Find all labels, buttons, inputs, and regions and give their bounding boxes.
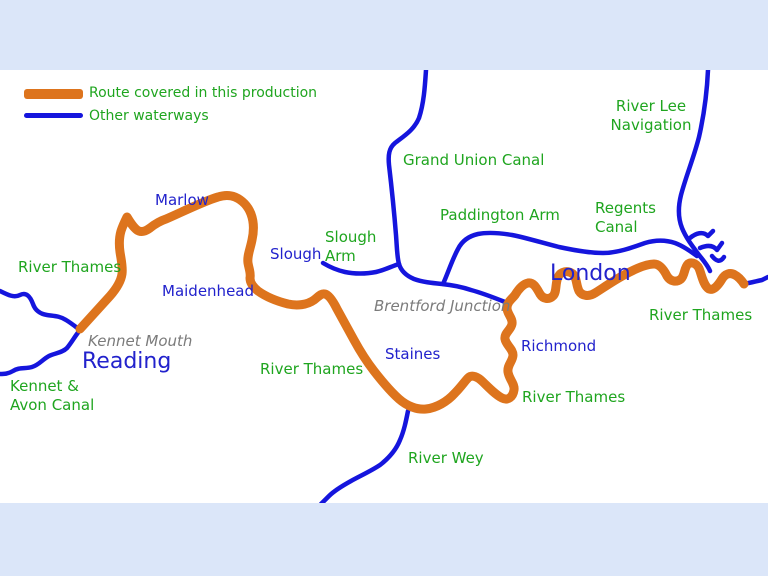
river-wey-path <box>318 408 411 507</box>
top-margin-band <box>0 0 768 70</box>
label-kennet-mouth: Kennet Mouth <box>88 332 193 350</box>
label-reading: Reading <box>82 349 172 374</box>
label-staines: Staines <box>385 345 441 363</box>
dock-spur-path <box>697 240 725 253</box>
kennet-avon-canal-path <box>0 327 83 377</box>
label-river-wey: River Wey <box>408 449 484 467</box>
legend-route-swatch <box>24 89 83 99</box>
label-river-thames-mid: River Thames <box>260 360 364 378</box>
dock-spur-path <box>709 253 727 263</box>
label-slough: Slough <box>270 245 322 263</box>
legend-route-label: Route covered in this production <box>89 85 318 101</box>
legend-other-swatch <box>24 113 83 118</box>
bottom-margin-band <box>0 503 768 576</box>
river-lee-navigation-path <box>676 67 713 274</box>
paddington-arm-regents-canal-path <box>440 230 700 287</box>
label-river-thames-east: River Thames <box>649 306 753 324</box>
river-thames-west-path <box>0 288 83 333</box>
label-kennet-avon-canal: Kennet &Avon Canal <box>10 377 95 414</box>
label-marlow: Marlow <box>155 191 209 209</box>
label-river-thames-west: River Thames <box>18 258 122 276</box>
slough-arm-path <box>320 260 402 276</box>
legend-other-label: Other waterways <box>89 108 209 124</box>
label-brentford-junction: Brentford Junction <box>374 297 511 315</box>
label-maidenhead: Maidenhead <box>162 282 255 300</box>
label-london: London <box>550 261 631 286</box>
label-paddington-arm: Paddington Arm <box>440 206 560 224</box>
thames-estuary-path <box>740 274 768 287</box>
label-grand-union-canal: Grand Union Canal <box>403 151 545 169</box>
label-river-thames-richmond: River Thames <box>522 388 626 406</box>
route-thames-covered-path <box>75 191 749 414</box>
dock-spur-path <box>687 228 716 241</box>
label-richmond: Richmond <box>521 337 597 355</box>
